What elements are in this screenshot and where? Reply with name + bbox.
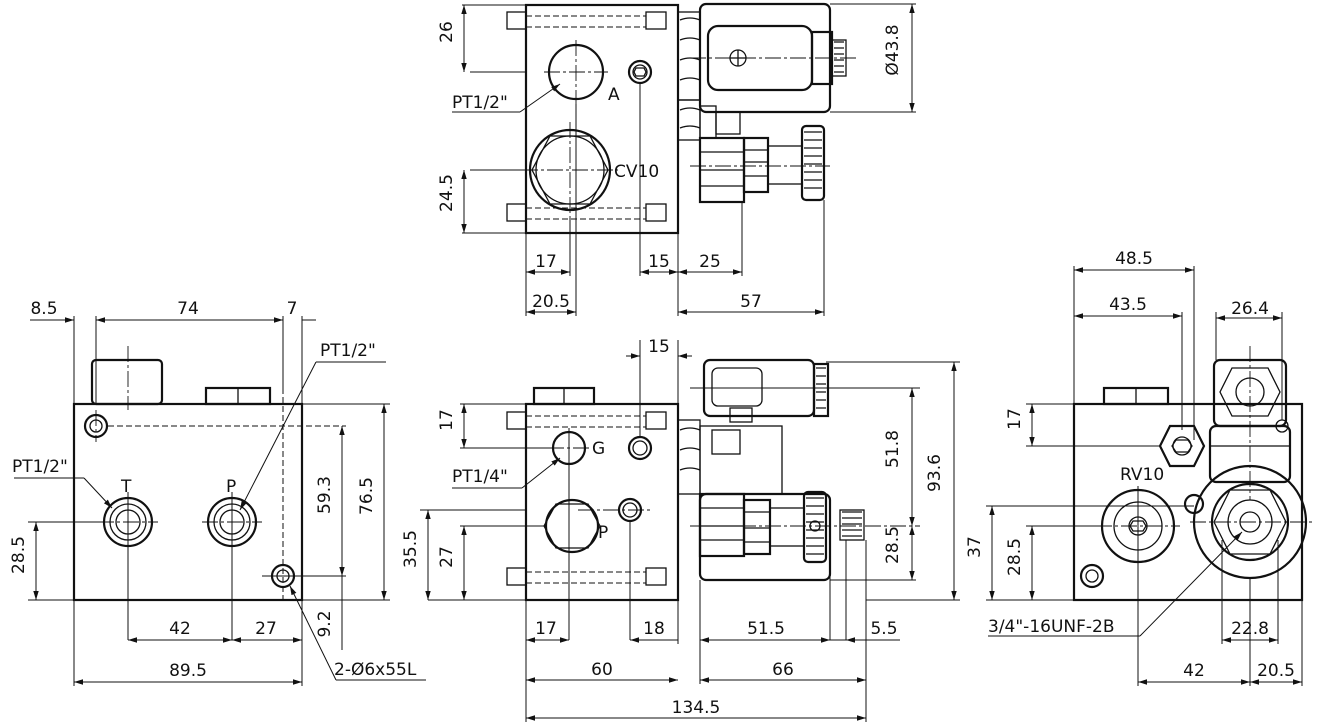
dim-left-74: 74 (177, 299, 199, 319)
label-mid-pt14: PT1/4" (452, 467, 508, 487)
label-left-holes: 2-Ø6x55L (334, 660, 417, 680)
label-top-pt12: PT1/2" (452, 93, 508, 113)
dim-top-25: 25 (699, 252, 721, 272)
left-view: 8.5 74 7 28.5 59.3 76.5 9.2 42 27 89.5 P… (9, 299, 426, 686)
middle-view: 15 17 35.5 27 51.8 28.5 93.6 17 18 51.5 (401, 337, 960, 722)
dim-mid-15: 15 (648, 337, 670, 357)
dim-mid-17b: 17 (535, 619, 557, 639)
label-top-cv10: CV10 (614, 162, 659, 182)
dim-top-20-5: 20.5 (532, 292, 570, 312)
dim-right-26-4: 26.4 (1231, 299, 1269, 319)
dim-right-22-8: 22.8 (1231, 619, 1269, 639)
dim-mid-28-5: 28.5 (883, 526, 903, 564)
top-block (524, 3, 680, 235)
dim-top-dia-43-8: Ø43.8 (883, 24, 903, 75)
dim-top-26: 26 (437, 21, 457, 43)
top-bolt-stub-upper (506, 11, 527, 30)
dim-top-17: 17 (535, 252, 557, 272)
dim-mid-60: 60 (591, 660, 613, 680)
label-mid-g: G (592, 439, 605, 459)
dim-left-59-3: 59.3 (315, 476, 335, 514)
top-bolt-stub-lower (506, 203, 527, 222)
label-mid-p: P (598, 523, 608, 543)
dim-left-7: 7 (287, 299, 298, 319)
dim-left-27: 27 (255, 619, 277, 639)
dim-right-28-5: 28.5 (1005, 538, 1025, 576)
label-left-t: T (120, 477, 132, 497)
dim-top-24-5: 24.5 (437, 174, 457, 212)
dim-left-42: 42 (169, 619, 191, 639)
dim-mid-18: 18 (643, 619, 665, 639)
label-left-pt12-upper: PT1/2" (320, 341, 376, 361)
dim-mid-66: 66 (772, 660, 794, 680)
dim-left-89-5: 89.5 (169, 661, 207, 681)
right-block (1072, 402, 1304, 602)
dim-mid-51-5: 51.5 (747, 619, 785, 639)
dim-mid-27: 27 (437, 546, 457, 568)
label-left-p: P (226, 477, 236, 497)
mid-valve-body (698, 492, 832, 582)
mid-block (524, 402, 680, 602)
dim-top-57: 57 (740, 292, 762, 312)
dim-left-76-5: 76.5 (357, 477, 377, 515)
dim-mid-17: 17 (437, 409, 457, 431)
dim-left-28-5: 28.5 (9, 536, 29, 574)
dim-right-43-5: 43.5 (1109, 295, 1147, 315)
dim-right-20-5: 20.5 (1257, 661, 1295, 681)
dim-mid-35-5: 35.5 (401, 530, 421, 568)
dim-left-8-5: 8.5 (30, 299, 57, 319)
dim-right-17: 17 (1005, 408, 1025, 430)
dim-mid-134-5: 134.5 (672, 698, 721, 718)
label-right-rv10: RV10 (1120, 465, 1164, 485)
dim-right-37: 37 (965, 536, 985, 558)
dim-right-42: 42 (1183, 661, 1205, 681)
label-top-a: A (608, 85, 620, 105)
label-left-pt12-lower: PT1/2" (12, 457, 68, 477)
dim-mid-51-8: 51.8 (883, 430, 903, 468)
label-right-unf: 3/4"-16UNF-2B (988, 617, 1115, 637)
dim-top-15: 15 (648, 252, 670, 272)
dim-mid-5-5: 5.5 (870, 619, 897, 639)
dim-left-9-2: 9.2 (315, 610, 335, 637)
top-view: 26 24.5 Ø43.8 17 20.5 15 25 57 PT1/2" A … (437, 2, 916, 316)
right-hex-plug (1158, 424, 1206, 468)
dim-right-48-5: 48.5 (1115, 249, 1153, 269)
right-view: 48.5 43.5 26.4 17 37 28.5 22.8 42 20.5 R… (965, 249, 1312, 686)
left-block (72, 402, 304, 602)
dim-mid-93-6: 93.6 (925, 454, 945, 492)
